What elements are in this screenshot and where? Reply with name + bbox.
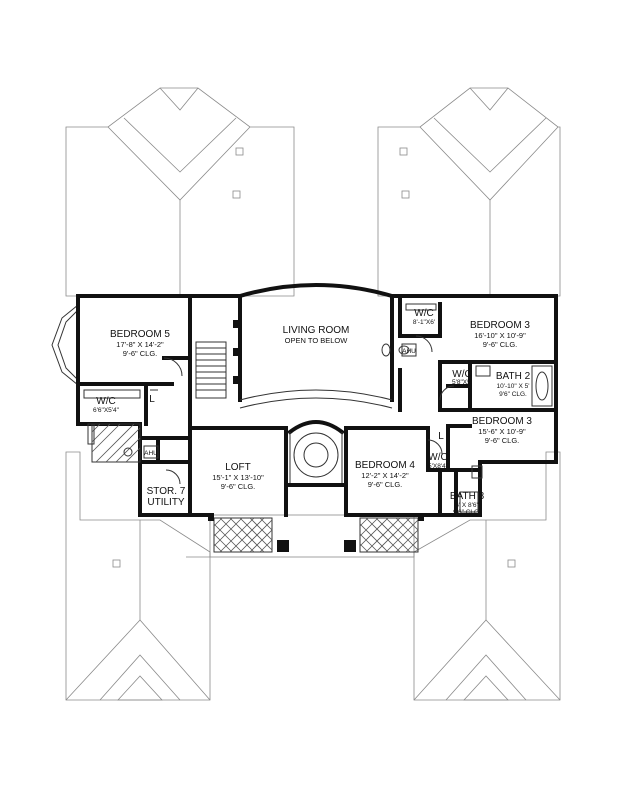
bath-2-name: BATH 2 xyxy=(496,371,531,382)
ahu-label: AHU xyxy=(144,450,158,457)
living-room-note: OPEN TO BELOW xyxy=(285,336,349,345)
ahu-label-2: AHU xyxy=(402,348,416,355)
bedroom-5-name: BEDROOM 5 xyxy=(110,329,170,340)
room-loft: LOFT 15'-1" X 13'-10" 9'-6" CLG. xyxy=(212,462,264,491)
balcony-right xyxy=(359,517,419,553)
bay-window xyxy=(51,303,79,387)
roof-bottom-left xyxy=(65,451,211,701)
loft-clg: 9'-6" CLG. xyxy=(221,482,256,491)
room-wic-low: W/C 5'X8'4" xyxy=(428,452,449,470)
living-room-name: LIVING ROOM xyxy=(283,325,350,336)
bath-3-name: BATH 3 xyxy=(450,491,485,502)
room-wic-mid: W/C 5'8"X5' xyxy=(452,369,472,386)
bedroom-3a-clg: 9'-6" CLG. xyxy=(483,340,518,349)
ahu-symbol: AHU xyxy=(143,445,159,459)
room-bedroom-3b: BEDROOM 3 15'-6" X 10'-9" 9'-6" CLG. xyxy=(472,416,532,445)
wic-left-name: W/C xyxy=(96,396,115,407)
room-wic-left: W/C 6'6"X5'4" xyxy=(93,396,120,414)
room-wic-top: W/C 8'-1"X6' xyxy=(413,308,435,326)
roof-bottom-right xyxy=(413,451,561,701)
rotunda xyxy=(239,389,393,487)
staircase xyxy=(195,320,238,399)
wic-low-name: W/C xyxy=(428,452,447,463)
bedroom-5-clg: 9'-6" CLG. xyxy=(123,349,158,358)
room-bedroom-5: BEDROOM 5 17'-8" X 14'-2" 9'-6" CLG. xyxy=(110,329,170,358)
bath-2-dims: 10'-10" X 5' xyxy=(497,383,530,390)
columns xyxy=(208,515,424,552)
interior-walls xyxy=(76,294,558,517)
utility-name: UTILITY xyxy=(147,497,185,508)
bedroom-4-name: BEDROOM 4 xyxy=(355,460,415,471)
linen-label-1: L xyxy=(149,394,155,405)
wic-low-dims: 5'X8'4" xyxy=(428,463,449,470)
bedroom-3a-name: BEDROOM 3 xyxy=(470,320,530,331)
bath-3-dims: 6' X 8'6" xyxy=(455,502,479,509)
bedroom-3b-dims: 15'-6" X 10'-9" xyxy=(478,427,526,436)
wic-top-dims: 8'-1"X6' xyxy=(413,319,435,326)
storage-name: STOR. 7 xyxy=(147,486,186,497)
room-storage: STOR. 7 UTILITY xyxy=(147,486,186,508)
room-living: LIVING ROOM OPEN TO BELOW xyxy=(283,325,350,345)
wic-mid-name: W/C xyxy=(452,369,471,380)
ahu-symbol-2: AHU xyxy=(401,343,417,357)
loft-name: LOFT xyxy=(225,462,251,473)
bedroom-4-dims: 12'-2" X 14'-2" xyxy=(361,471,409,480)
wic-mid-dims: 5'8"X5' xyxy=(452,379,472,386)
room-bedroom-3a: BEDROOM 3 16'-10" X 10'-9" 9'-6" CLG. xyxy=(470,320,530,349)
bedroom-5-dims: 17'-8" X 14'-2" xyxy=(116,340,164,349)
bedroom-4-clg: 9'-6" CLG. xyxy=(368,480,403,489)
balcony-left xyxy=(213,517,273,553)
bedroom-3b-clg: 9'-6" CLG. xyxy=(485,436,520,445)
wic-left-dims: 6'6"X5'4" xyxy=(93,407,120,414)
linen-symbols: L L xyxy=(149,394,444,442)
linen-label-2: L xyxy=(438,431,444,442)
bedroom-3b-name: BEDROOM 3 xyxy=(472,416,532,427)
room-bedroom-4: BEDROOM 4 12'-2" X 14'-2" 9'-6" CLG. xyxy=(355,460,415,489)
roof-top-right xyxy=(377,87,561,297)
loft-dims: 15'-1" X 13'-10" xyxy=(212,473,264,482)
bedroom-3a-dims: 16'-10" X 10'-9" xyxy=(474,331,526,340)
wic-top-name: W/C xyxy=(414,308,433,319)
roof-top-left xyxy=(65,87,295,297)
bath-3-clg: 9'6" CLG. xyxy=(453,509,481,516)
bath-fixtures xyxy=(83,303,553,513)
bath-2-clg: 9'6" CLG. xyxy=(499,391,527,398)
room-bath-3: BATH 3 6' X 8'6" 9'6" CLG. xyxy=(450,491,485,516)
room-bath-2: BATH 2 10'-10" X 5' 9'6" CLG. xyxy=(496,371,531,398)
